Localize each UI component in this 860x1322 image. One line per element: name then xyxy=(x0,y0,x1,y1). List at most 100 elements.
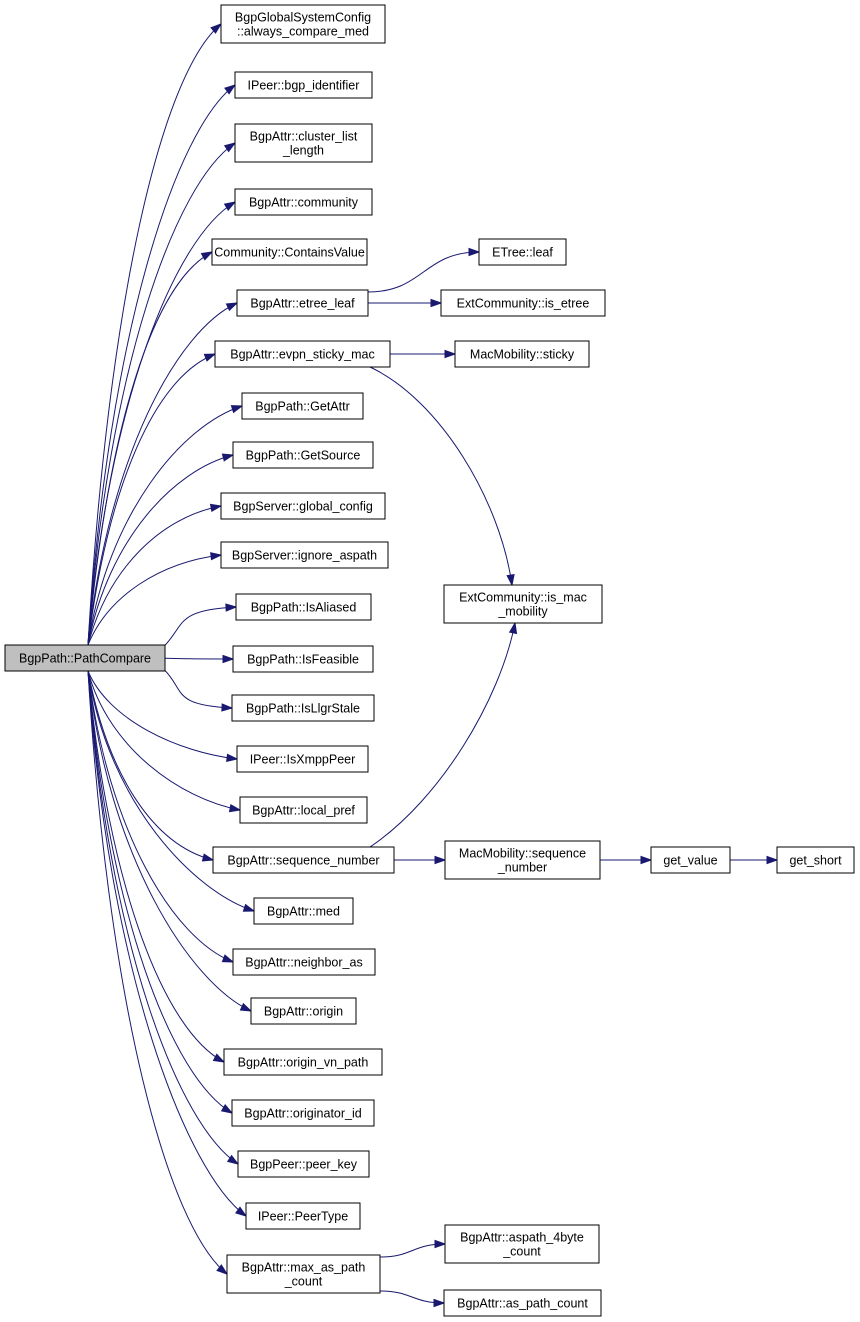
arrowhead xyxy=(508,621,518,635)
node-label: BgpAttr::sequence_number xyxy=(227,854,379,868)
edge-evpn_sticky_mac-to-sticky xyxy=(389,349,457,359)
nodes-layer: BgpPath::PathCompare BgpGlobalSystemConfi… xyxy=(4,4,855,1317)
node-label: BgpAttr::as_path_count xyxy=(457,1297,588,1311)
edge-root-to-originator_id xyxy=(87,670,234,1114)
node-med[interactable]: BgpAttr::med xyxy=(253,897,354,925)
arrowhead xyxy=(228,803,242,813)
node-box xyxy=(454,340,590,368)
node-root[interactable]: BgpPath::PathCompare xyxy=(4,644,166,672)
node-peer-type[interactable]: IPeer::PeerType xyxy=(245,1202,361,1230)
node-label: ExtCommunity::is_mac xyxy=(459,591,587,605)
node-get-source[interactable]: BgpPath::GetSource xyxy=(232,441,374,469)
node-origin-vn-path[interactable]: BgpAttr::origin_vn_path xyxy=(223,1048,383,1076)
node-label: BgpAttr::neighbor_as xyxy=(245,956,362,970)
node-is-xmpp-peer[interactable]: IPeer::IsXmppPeer xyxy=(236,745,369,773)
node-box xyxy=(650,846,731,874)
node-label: ExtCommunity::is_etree xyxy=(457,297,590,311)
node-evpn-sticky-mac[interactable]: BgpAttr::evpn_sticky_mac xyxy=(214,340,391,368)
node-box xyxy=(232,441,374,469)
node-always-compare-med[interactable]: BgpGlobalSystemConfig::always_compare_me… xyxy=(220,4,386,44)
node-box xyxy=(478,238,567,266)
edge-root-to-ignore_aspath xyxy=(87,552,223,646)
node-is-mac-mobility[interactable]: ExtCommunity::is_mac_mobility xyxy=(443,584,603,624)
edge-mm_sequence_number-to-get_value xyxy=(600,855,653,865)
node-local-pref[interactable]: BgpAttr::local_pref xyxy=(239,796,368,824)
node-box xyxy=(231,1099,375,1127)
arrowhead xyxy=(434,855,447,865)
node-label: BgpAttr::med xyxy=(267,905,340,919)
node-bgp-identifier[interactable]: IPeer::bgp_identifier xyxy=(234,71,373,99)
node-get-short[interactable]: get_short xyxy=(776,846,855,874)
edge-root-to-is_feasible xyxy=(164,654,235,664)
edge-root-to-is_aliased xyxy=(164,603,238,646)
node-label: BgpAttr::origin xyxy=(264,1005,343,1019)
arrowhead xyxy=(239,1002,253,1012)
node-box xyxy=(220,492,386,520)
node-box xyxy=(250,997,357,1025)
node-is-aliased[interactable]: BgpPath::IsAliased xyxy=(235,593,372,621)
node-etree-leaf[interactable]: BgpAttr::etree_leaf xyxy=(236,289,369,317)
node-label: Community::ContainsValue xyxy=(214,246,365,260)
node-label: BgpAttr::aspath_4byte xyxy=(460,1231,584,1245)
arrowhead xyxy=(223,201,237,211)
node-box xyxy=(234,71,373,99)
arrowhead xyxy=(242,903,256,912)
node-box xyxy=(234,123,373,163)
node-mm-sequence-number[interactable]: MacMobility::sequence_number xyxy=(444,840,601,880)
node-label: BgpAttr::local_pref xyxy=(252,804,355,818)
node-box xyxy=(231,694,375,722)
node-sequence-number[interactable]: BgpAttr::sequence_number xyxy=(212,846,395,874)
arrowhead xyxy=(226,1154,240,1165)
edge-etree_leaf-to-is_etree xyxy=(368,298,443,308)
edge-root-to-get_attr xyxy=(87,405,244,646)
node-global-config[interactable]: BgpServer::global_config xyxy=(220,492,386,520)
node-sticky[interactable]: MacMobility::sticky xyxy=(454,340,590,368)
node-label: _count xyxy=(284,1275,323,1289)
node-cluster-list-length[interactable]: BgpAttr::cluster_list_length xyxy=(234,123,373,163)
node-box xyxy=(245,1202,361,1230)
node-peer-key[interactable]: BgpPeer::peer_key xyxy=(237,1150,370,1178)
node-label: BgpAttr::evpn_sticky_mac xyxy=(230,348,375,362)
node-neighbor-as[interactable]: BgpAttr::neighbor_as xyxy=(232,948,376,976)
node-is-feasible[interactable]: BgpPath::IsFeasible xyxy=(232,645,374,673)
edge-root-to-cluster_list_length xyxy=(87,142,237,646)
arrowhead xyxy=(766,855,779,865)
node-is-etree[interactable]: ExtCommunity::is_etree xyxy=(440,289,606,317)
node-label: BgpPath::IsLlgrStale xyxy=(246,702,360,716)
node-label: ETree::leaf xyxy=(492,246,553,260)
arrowhead xyxy=(216,1264,229,1275)
node-label: BgpGlobalSystemConfig xyxy=(235,11,371,25)
edge-sequence_number-to-is_mac_mobility xyxy=(369,621,518,848)
node-origin[interactable]: BgpAttr::origin xyxy=(250,997,357,1025)
edge-root-to-peer_key xyxy=(87,670,240,1165)
arrowhead xyxy=(225,302,239,312)
edge-root-to-neighbor_as xyxy=(87,670,235,963)
node-community[interactable]: BgpAttr::community xyxy=(234,188,373,216)
node-label: ::always_compare_med xyxy=(237,25,369,39)
node-etree-leaf-fn[interactable]: ETree::leaf xyxy=(478,238,567,266)
node-label: IPeer::IsXmppPeer xyxy=(250,753,356,767)
node-label: BgpPath::GetAttr xyxy=(255,400,350,414)
node-label: BgpAttr::origin_vn_path xyxy=(238,1056,369,1070)
node-label: IPeer::bgp_identifier xyxy=(248,79,360,93)
node-originator-id[interactable]: BgpAttr::originator_id xyxy=(231,1099,375,1127)
node-ignore-aspath[interactable]: BgpServer::ignore_aspath xyxy=(220,541,389,569)
edge-root-to-origin_vn_path xyxy=(87,670,226,1063)
node-box xyxy=(444,1224,600,1264)
arrowhead xyxy=(434,1239,447,1249)
node-get-attr[interactable]: BgpPath::GetAttr xyxy=(241,392,364,420)
node-max-as-path-count[interactable]: BgpAttr::max_as_path_count xyxy=(226,1254,381,1294)
arrowhead xyxy=(223,142,237,153)
node-label: BgpPath::IsFeasible xyxy=(247,653,359,667)
node-box xyxy=(235,593,372,621)
node-box xyxy=(220,541,389,569)
arrowhead xyxy=(506,574,515,587)
node-as-path-count[interactable]: BgpAttr::as_path_count xyxy=(443,1289,602,1317)
node-label: BgpAttr::etree_leaf xyxy=(250,297,355,311)
node-label: MacMobility::sticky xyxy=(470,348,575,362)
edge-root-to-med xyxy=(87,670,256,912)
node-contains-value[interactable]: Community::ContainsValue xyxy=(211,238,368,266)
node-is-llgr-stale[interactable]: BgpPath::IsLlgrStale xyxy=(231,694,375,722)
node-aspath-4byte-count[interactable]: BgpAttr::aspath_4byte_count xyxy=(444,1224,600,1264)
node-get-value[interactable]: get_value xyxy=(650,846,731,874)
